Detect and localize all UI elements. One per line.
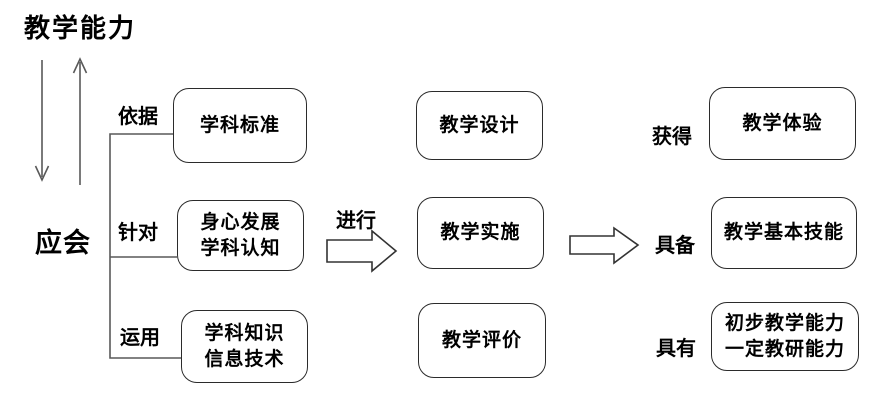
branch-label-yiju: 依据 <box>118 106 158 128</box>
box-text-line: 教学基本技能 <box>723 222 844 243</box>
box-teaching-implementation: 教学实施 <box>417 197 544 269</box>
three-branch-bracket-icon <box>109 133 181 359</box>
box-teaching-experience: 教学体验 <box>709 87 856 160</box>
right-label-juyou: 具有 <box>656 338 696 360</box>
box-text-line: 学科知识 <box>204 322 285 344</box>
box-text-line: 教学体验 <box>742 112 823 134</box>
box-development-cognition: 身心发展 学科认知 <box>177 200 304 271</box>
box-teaching-evaluation: 教学评价 <box>418 303 546 378</box>
right-block-arrow-icon <box>326 229 398 273</box>
box-basic-teaching-skills: 教学基本技能 <box>711 197 857 269</box>
branch-label-zhendui: 针对 <box>118 222 158 244</box>
box-text-line: 教学设计 <box>439 114 520 136</box>
box-text-line: 信息技术 <box>204 348 285 370</box>
box-text-line: 学科认知 <box>200 237 281 259</box>
box-teaching-research-ability: 初步教学能力 一定教研能力 <box>711 302 859 371</box>
box-subject-standard: 学科标准 <box>173 88 307 163</box>
up-arrow-icon <box>72 57 88 185</box>
right-block-arrow-icon <box>569 226 640 265</box>
branch-label-yunyong: 运用 <box>120 327 160 349</box>
box-teaching-design: 教学设计 <box>416 91 543 160</box>
page-title: 教学能力 <box>24 14 137 43</box>
flow-arrow-label: 进行 <box>336 210 376 232</box>
label-yinghui: 应会 <box>35 228 91 258</box>
box-text-line: 初步教学能力 <box>724 312 845 334</box>
down-arrow-icon <box>34 60 50 182</box>
box-text-line: 教学评价 <box>441 329 522 351</box>
box-knowledge-technology: 学科知识 信息技术 <box>181 310 308 383</box>
box-text-line: 身心发展 <box>200 211 281 233</box>
box-text-line: 学科标准 <box>199 114 280 136</box>
right-label-jubei: 具备 <box>655 235 695 257</box>
right-label-huode: 获得 <box>652 126 692 148</box>
box-text-line: 一定教研能力 <box>724 338 845 360</box>
box-text-line: 教学实施 <box>440 222 521 243</box>
